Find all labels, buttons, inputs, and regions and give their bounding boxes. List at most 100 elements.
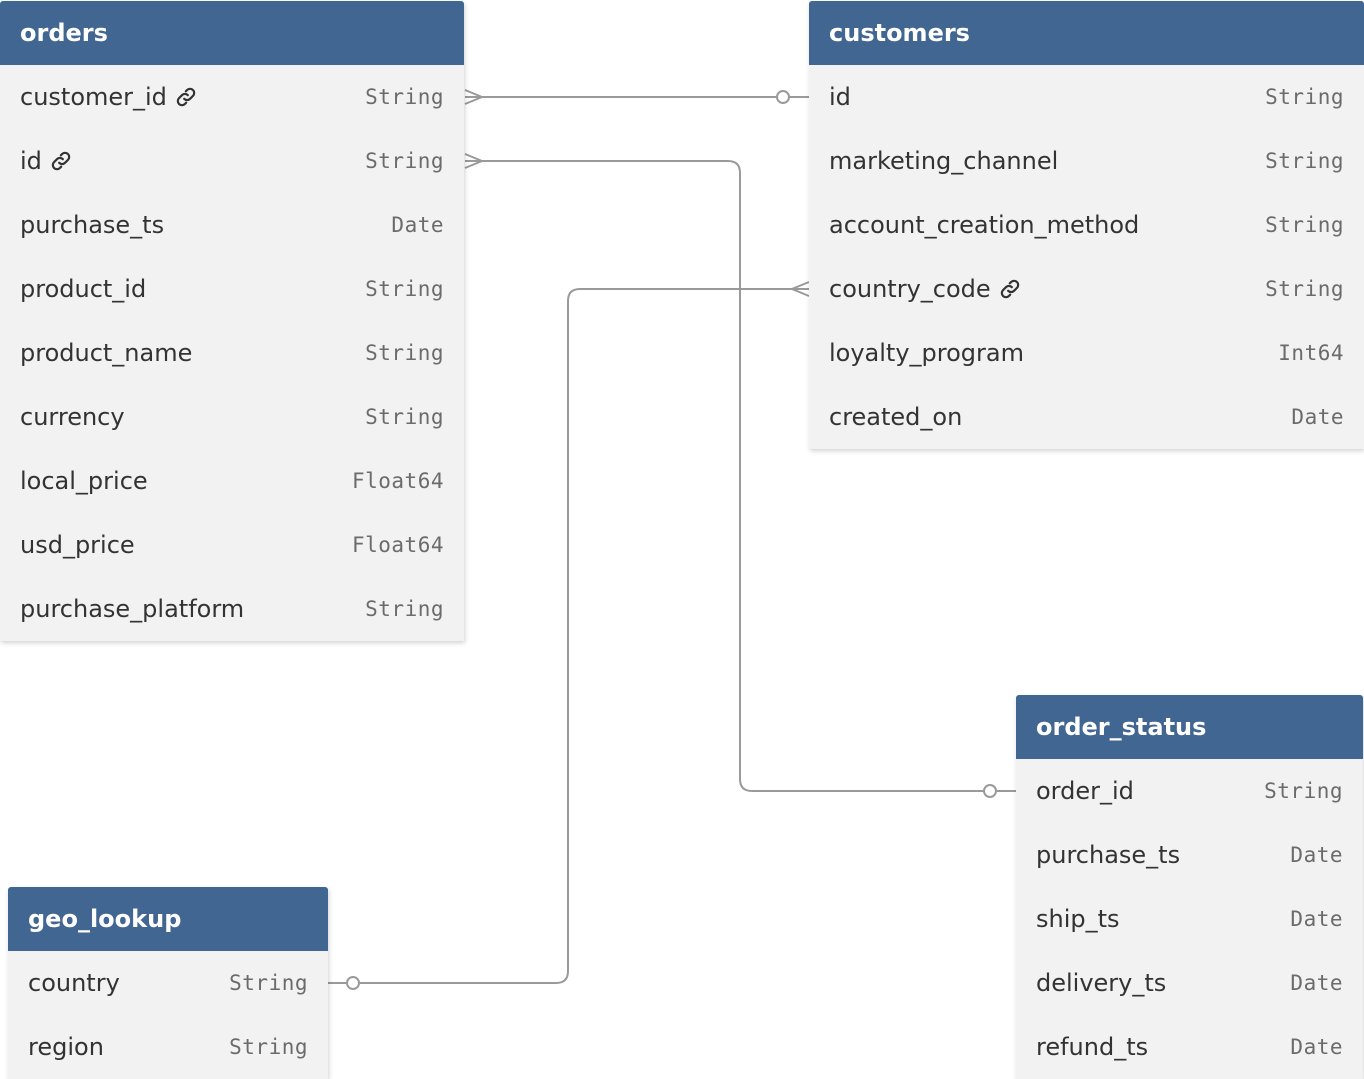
field-name-label: currency [20,403,125,431]
field-row[interactable]: account_creation_method String [809,193,1364,257]
field-name: account_creation_method [829,211,1139,239]
optional-one-icon [776,90,790,104]
field-type: String [1265,213,1344,237]
field-row[interactable]: ship_ts Date [1016,887,1363,951]
connector-orders-order-status[interactable] [464,153,1016,798]
connector-geo-customers[interactable] [328,281,810,990]
field-row[interactable]: region String [8,1015,328,1079]
field-name: product_id [20,275,146,303]
field-name-label: purchase_platform [20,595,245,623]
field-name-label: ship_ts [1036,905,1120,933]
field-name-label: product_name [20,339,193,367]
field-name: product_name [20,339,192,367]
field-row[interactable]: created_on Date [809,385,1364,449]
field-name-label: id [20,147,42,175]
field-name-label: usd_price [20,531,135,559]
field-type: String [1265,149,1344,173]
field-type: String [365,85,444,109]
field-name-label: created_on [829,403,963,431]
field-name: region [28,1033,104,1061]
table-title-customers: customers [809,1,1364,65]
field-type: Float64 [351,469,444,493]
field-row[interactable]: id String [0,129,464,193]
field-name: currency [20,403,125,431]
field-name: local_price [20,467,148,495]
field-type: String [365,405,444,429]
field-name-label: delivery_ts [1036,969,1167,997]
field-row[interactable]: country_code String [809,257,1364,321]
field-name-label: local_price [20,467,148,495]
field-name-label: refund_ts [1036,1033,1149,1061]
table-title-order-status: order_status [1016,695,1363,759]
field-name: purchase_ts [1036,841,1180,869]
field-row[interactable]: marketing_channel String [809,129,1364,193]
field-name-label: order_id [1036,777,1134,805]
field-type: Date [1290,971,1343,995]
field-row[interactable]: delivery_ts Date [1016,951,1363,1015]
field-name-label: id [829,83,851,111]
field-type: Date [1291,405,1344,429]
field-row[interactable]: product_id String [0,257,464,321]
field-type: String [1264,779,1343,803]
field-name: id [20,147,72,175]
field-row[interactable]: currency String [0,385,464,449]
table-title-geo-lookup: geo_lookup [8,887,328,951]
field-name-label: country [28,969,120,997]
field-type: String [1265,277,1344,301]
field-name-label: customer_id [20,83,167,111]
field-row[interactable]: purchase_platform String [0,577,464,641]
field-type: Float64 [351,533,444,557]
field-name-label: product_id [20,275,147,303]
field-name-label: loyalty_program [829,339,1024,367]
field-row[interactable]: customer_id String [0,65,464,129]
table-title-orders: orders [0,1,464,65]
link-icon [999,278,1021,300]
link-icon [175,86,197,108]
field-type: Date [1290,1035,1343,1059]
field-name-label: marketing_channel [829,147,1059,175]
field-name: country [28,969,120,997]
optional-one-icon [346,976,360,990]
field-type: String [365,149,444,173]
field-row[interactable]: purchase_ts Date [1016,823,1363,887]
field-row[interactable]: refund_ts Date [1016,1015,1363,1079]
field-row[interactable]: country String [8,951,328,1015]
field-row[interactable]: usd_price Float64 [0,513,464,577]
field-row[interactable]: local_price Float64 [0,449,464,513]
field-row[interactable]: loyalty_program Int64 [809,321,1364,385]
field-type: Date [1290,907,1343,931]
field-name: customer_id [20,83,197,111]
field-type: Date [391,213,444,237]
field-type: String [365,277,444,301]
connector-orders-customers[interactable] [464,89,809,105]
field-type: String [365,597,444,621]
field-name-label: country_code [829,275,991,303]
field-name-label: account_creation_method [829,211,1140,239]
field-name-label: purchase_ts [20,211,165,239]
field-type: Date [1290,843,1343,867]
field-type: Int64 [1278,341,1344,365]
field-name: purchase_platform [20,595,244,623]
field-name: created_on [829,403,962,431]
field-type: String [229,971,308,995]
field-name: refund_ts [1036,1033,1148,1061]
field-name: id [829,83,851,111]
field-row[interactable]: purchase_ts Date [0,193,464,257]
field-type: String [229,1035,308,1059]
optional-one-icon [983,784,997,798]
field-row[interactable]: order_id String [1016,759,1363,823]
crows-foot-many-icon [464,153,485,169]
field-name: order_id [1036,777,1134,805]
field-name: purchase_ts [20,211,164,239]
field-name-label: region [28,1033,104,1061]
field-name: usd_price [20,531,135,559]
field-name: delivery_ts [1036,969,1166,997]
field-name: country_code [829,275,1021,303]
